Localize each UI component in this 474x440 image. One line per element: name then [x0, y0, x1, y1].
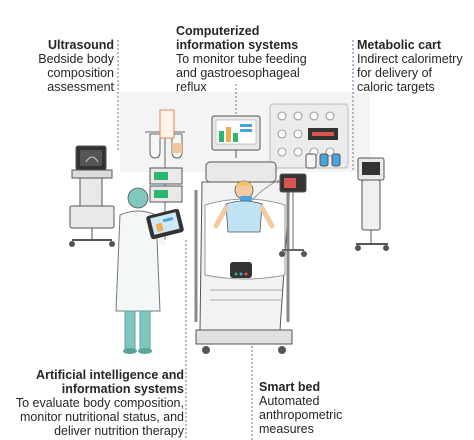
- cis-label: Computerized information systems To moni…: [176, 24, 356, 94]
- ultrasound-desc-2: composition: [47, 66, 114, 80]
- metabolic-cart-title: Metabolic cart: [357, 38, 442, 52]
- room-background: [120, 92, 370, 172]
- ai-desc-3: deliver nutrition therapy: [54, 424, 184, 438]
- ultrasound-title: Ultrasound: [48, 38, 114, 52]
- tablet: [146, 208, 184, 240]
- vitals-monitor: [279, 173, 307, 257]
- cis-title-1: Computerized: [176, 24, 260, 38]
- cis-desc-3: reflux: [176, 80, 207, 94]
- cis-title-2: information systems: [176, 38, 299, 52]
- gas-regulators: [305, 153, 341, 169]
- wall-display: [308, 128, 338, 140]
- ultrasound-label: Ultrasound Bedside body composition asse…: [20, 38, 114, 94]
- smart-bed-label: Smart bed Automated anthropometric measu…: [259, 380, 379, 436]
- patient: [213, 177, 303, 233]
- cis-monitor: [211, 115, 261, 158]
- clinician: [115, 187, 184, 354]
- smart-bed-desc-1: Automated: [259, 394, 320, 408]
- cis-desc-2: and gastroesophageal: [176, 66, 300, 80]
- metabolic-cart-desc-1: Indirect calorimetry: [357, 52, 463, 66]
- bed-scale-display: [230, 262, 252, 278]
- smart-bed-desc-3: measures: [259, 422, 314, 436]
- ai-title-2: information systems: [61, 382, 184, 396]
- smart-bed-desc-2: anthropometric: [259, 408, 343, 422]
- ai-title-1: Artificial intelligence and: [36, 368, 184, 382]
- ai-desc-1: To evaluate body composition,: [15, 396, 184, 410]
- metabolic-cart: [355, 157, 389, 251]
- metabolic-cart-label: Metabolic cart Indirect calorimetry for …: [357, 38, 474, 94]
- ultrasound-machine: [69, 145, 115, 247]
- ultrasound-desc-1: Bedside body: [38, 52, 114, 66]
- breathing-mask: [240, 196, 252, 202]
- metabolic-cart-desc-2: for delivery of: [357, 66, 433, 80]
- cis-desc-1: To monitor tube feeding: [176, 52, 307, 66]
- smart-bed-title: Smart bed: [259, 380, 321, 394]
- smart-bed: [194, 161, 293, 354]
- ai-desc-2: monitor nutritional status, and: [20, 410, 184, 424]
- ai-label: Artificial intelligence and information …: [6, 368, 184, 438]
- iv-pole: [145, 109, 185, 240]
- metabolic-cart-desc-3: caloric targets: [357, 80, 435, 94]
- ultrasound-desc-3: assessment: [47, 80, 114, 94]
- wall-outlet-panel: [269, 103, 349, 169]
